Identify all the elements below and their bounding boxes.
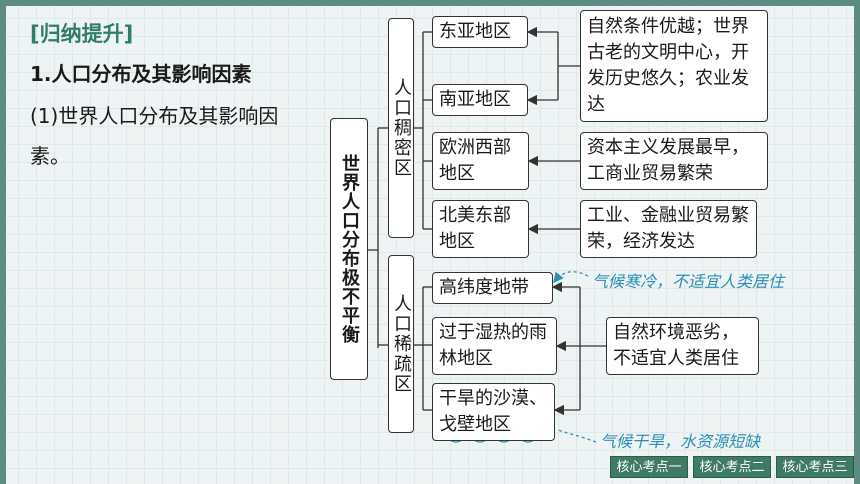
annotation-arid: 气候干旱，水资源短缺 [600,432,761,451]
sparse-area-node: 人口稀疏区 [388,255,414,433]
annotation-cold: 气候寒冷，不适宜人类居住 [592,272,785,291]
region-east-asia: 东亚地区 [432,16,528,48]
top-border [0,0,860,6]
nav-key-point-1[interactable]: 核心考点一 [610,456,688,478]
reason-asia: 自然条件优越；世界古老的文明中心，开发历史悠久；农业发达 [580,10,768,122]
region-rainforest: 过于湿热的雨林地区 [432,317,557,375]
paragraph: (1)世界人口分布及其影响因素。 [30,104,279,168]
region-south-asia: 南亚地区 [432,84,528,116]
section-subheading: 1.人口分布及其影响因素 [30,62,252,86]
region-western-europe: 欧洲西部地区 [432,132,529,190]
reason-harsh-environment: 自然环境恶劣，不适宜人类居住 [606,317,759,375]
reason-europe: 资本主义发展最早，工商业贸易繁荣 [580,132,768,190]
reason-north-america: 工业、金融业贸易繁荣，经济发达 [580,200,757,258]
nav-key-point-3[interactable]: 核心考点三 [776,456,854,478]
section-heading: [归纳提升] [30,22,134,46]
root-node: 世界人口分布极不平衡 [330,118,368,380]
region-eastern-north-america: 北美东部地区 [432,200,529,258]
region-high-latitudes: 高纬度地带 [432,272,553,304]
nav-key-point-2[interactable]: 核心考点二 [693,456,771,478]
dense-area-node: 人口稠密区 [388,18,414,238]
region-desert: 干旱的沙漠、戈壁地区 [432,383,555,441]
right-border [854,0,860,484]
left-border [0,0,6,484]
